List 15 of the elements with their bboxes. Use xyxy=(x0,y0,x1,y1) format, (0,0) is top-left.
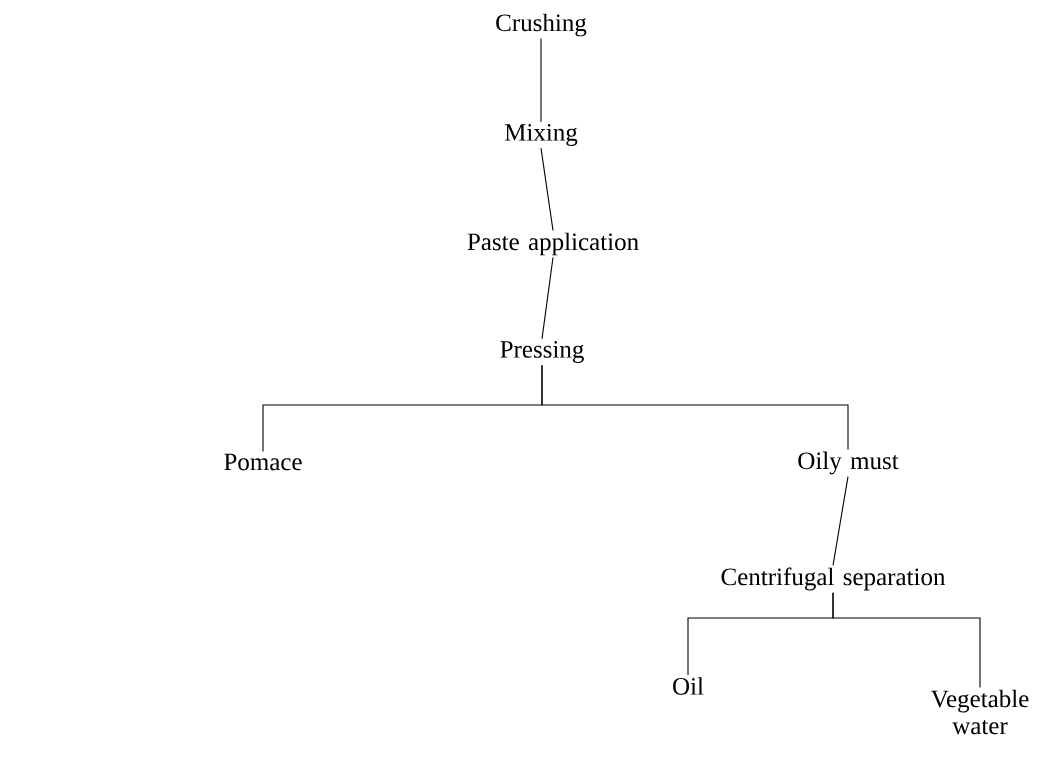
connector-line xyxy=(540,147,554,231)
connector-line xyxy=(832,476,849,566)
step-label: Crushing xyxy=(496,13,587,37)
step-label: Oily must xyxy=(798,451,899,475)
connector-line xyxy=(541,364,849,450)
step-label: Vegetable water xyxy=(931,689,1029,735)
connector-line xyxy=(541,256,554,340)
step-label: Paste application xyxy=(467,232,639,256)
step-label: Pressing xyxy=(500,341,584,363)
step-label: Pomace xyxy=(224,453,302,471)
step-label: Oil xyxy=(673,677,704,695)
connector-line xyxy=(540,38,542,123)
step-label: Mixing xyxy=(504,124,578,146)
connector-line xyxy=(832,592,981,689)
step-label: Centrifugal separation xyxy=(721,567,946,591)
